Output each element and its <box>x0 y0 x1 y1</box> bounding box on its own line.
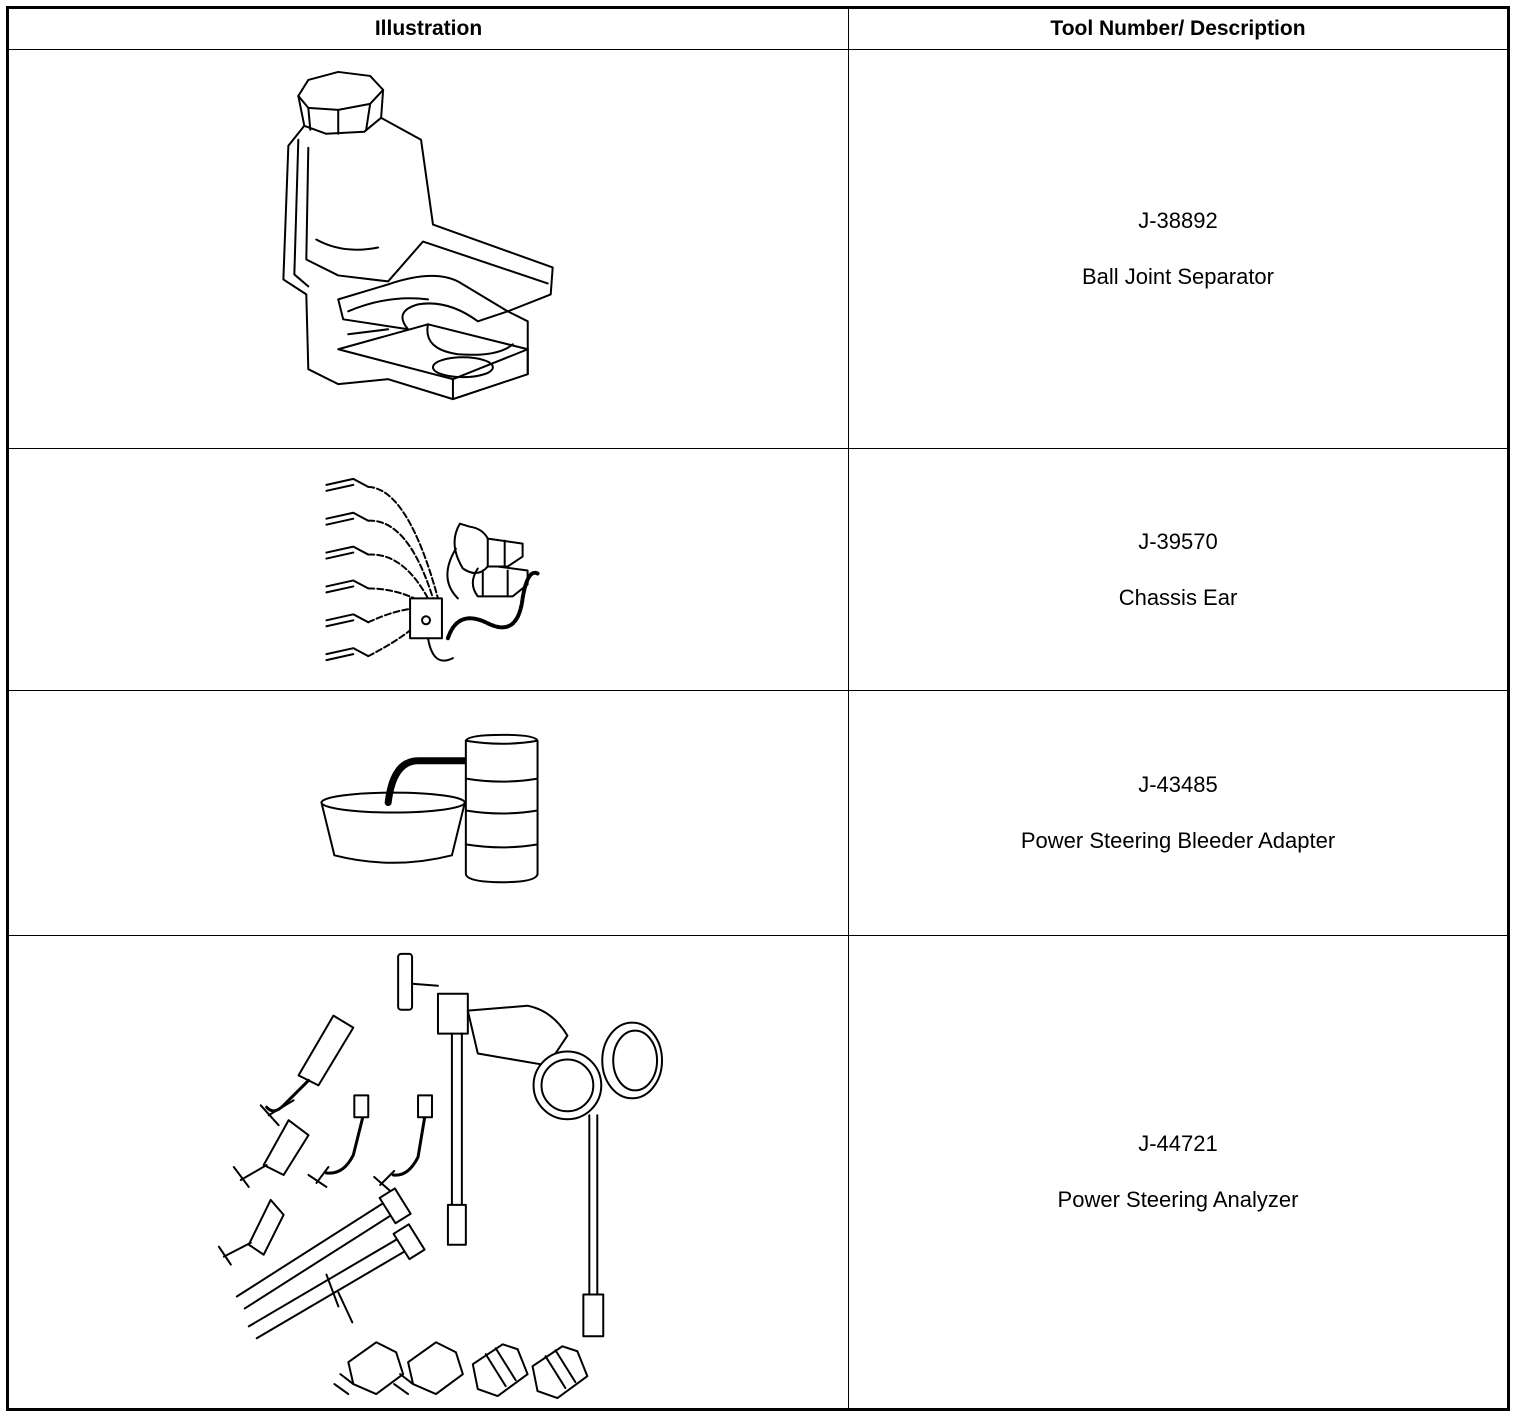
ball-joint-separator-icon <box>9 50 848 448</box>
description-cell: J-43485 Power Steering Bleeder Adapter <box>848 690 1509 936</box>
power-steering-analyzer-icon <box>9 936 848 1408</box>
tool-number: J-38892 <box>1138 208 1218 233</box>
tool-description: Chassis Ear <box>1118 584 1238 610</box>
table-row: J-39570 Chassis Ear <box>7 448 1509 691</box>
table-row: J-38892 Ball Joint Separator <box>7 49 1509 449</box>
description-cell: J-39570 Chassis Ear <box>848 448 1509 691</box>
description-cell: J-38892 Ball Joint Separator <box>848 49 1509 449</box>
tool-number: J-43485 <box>1138 772 1218 797</box>
header-tool-description: Tool Number/ Description <box>848 7 1509 50</box>
special-tools-table: Illustration Tool Number/ Description <box>6 6 1510 1411</box>
tool-description: Power Steering Analyzer <box>1057 1187 1299 1212</box>
tool-number: J-39570 <box>1138 528 1218 554</box>
description-cell: J-44721 Power Steering Analyzer <box>848 935 1509 1410</box>
tool-description: Ball Joint Separator <box>1082 264 1274 289</box>
table-row: J-44721 Power Steering Analyzer <box>7 935 1509 1410</box>
bleeder-adapter-icon <box>9 691 848 935</box>
illustration-cell <box>7 448 849 691</box>
illustration-cell <box>7 935 849 1410</box>
illustration-cell <box>7 49 849 449</box>
table-row: J-43485 Power Steering Bleeder Adapter <box>7 690 1509 936</box>
table-header-row: Illustration Tool Number/ Description <box>7 7 1509 50</box>
illustration-cell <box>7 690 849 936</box>
tool-description: Power Steering Bleeder Adapter <box>1020 828 1336 853</box>
chassis-ear-icon <box>9 449 848 690</box>
tool-number: J-44721 <box>1138 1131 1218 1156</box>
header-illustration: Illustration <box>7 7 849 50</box>
